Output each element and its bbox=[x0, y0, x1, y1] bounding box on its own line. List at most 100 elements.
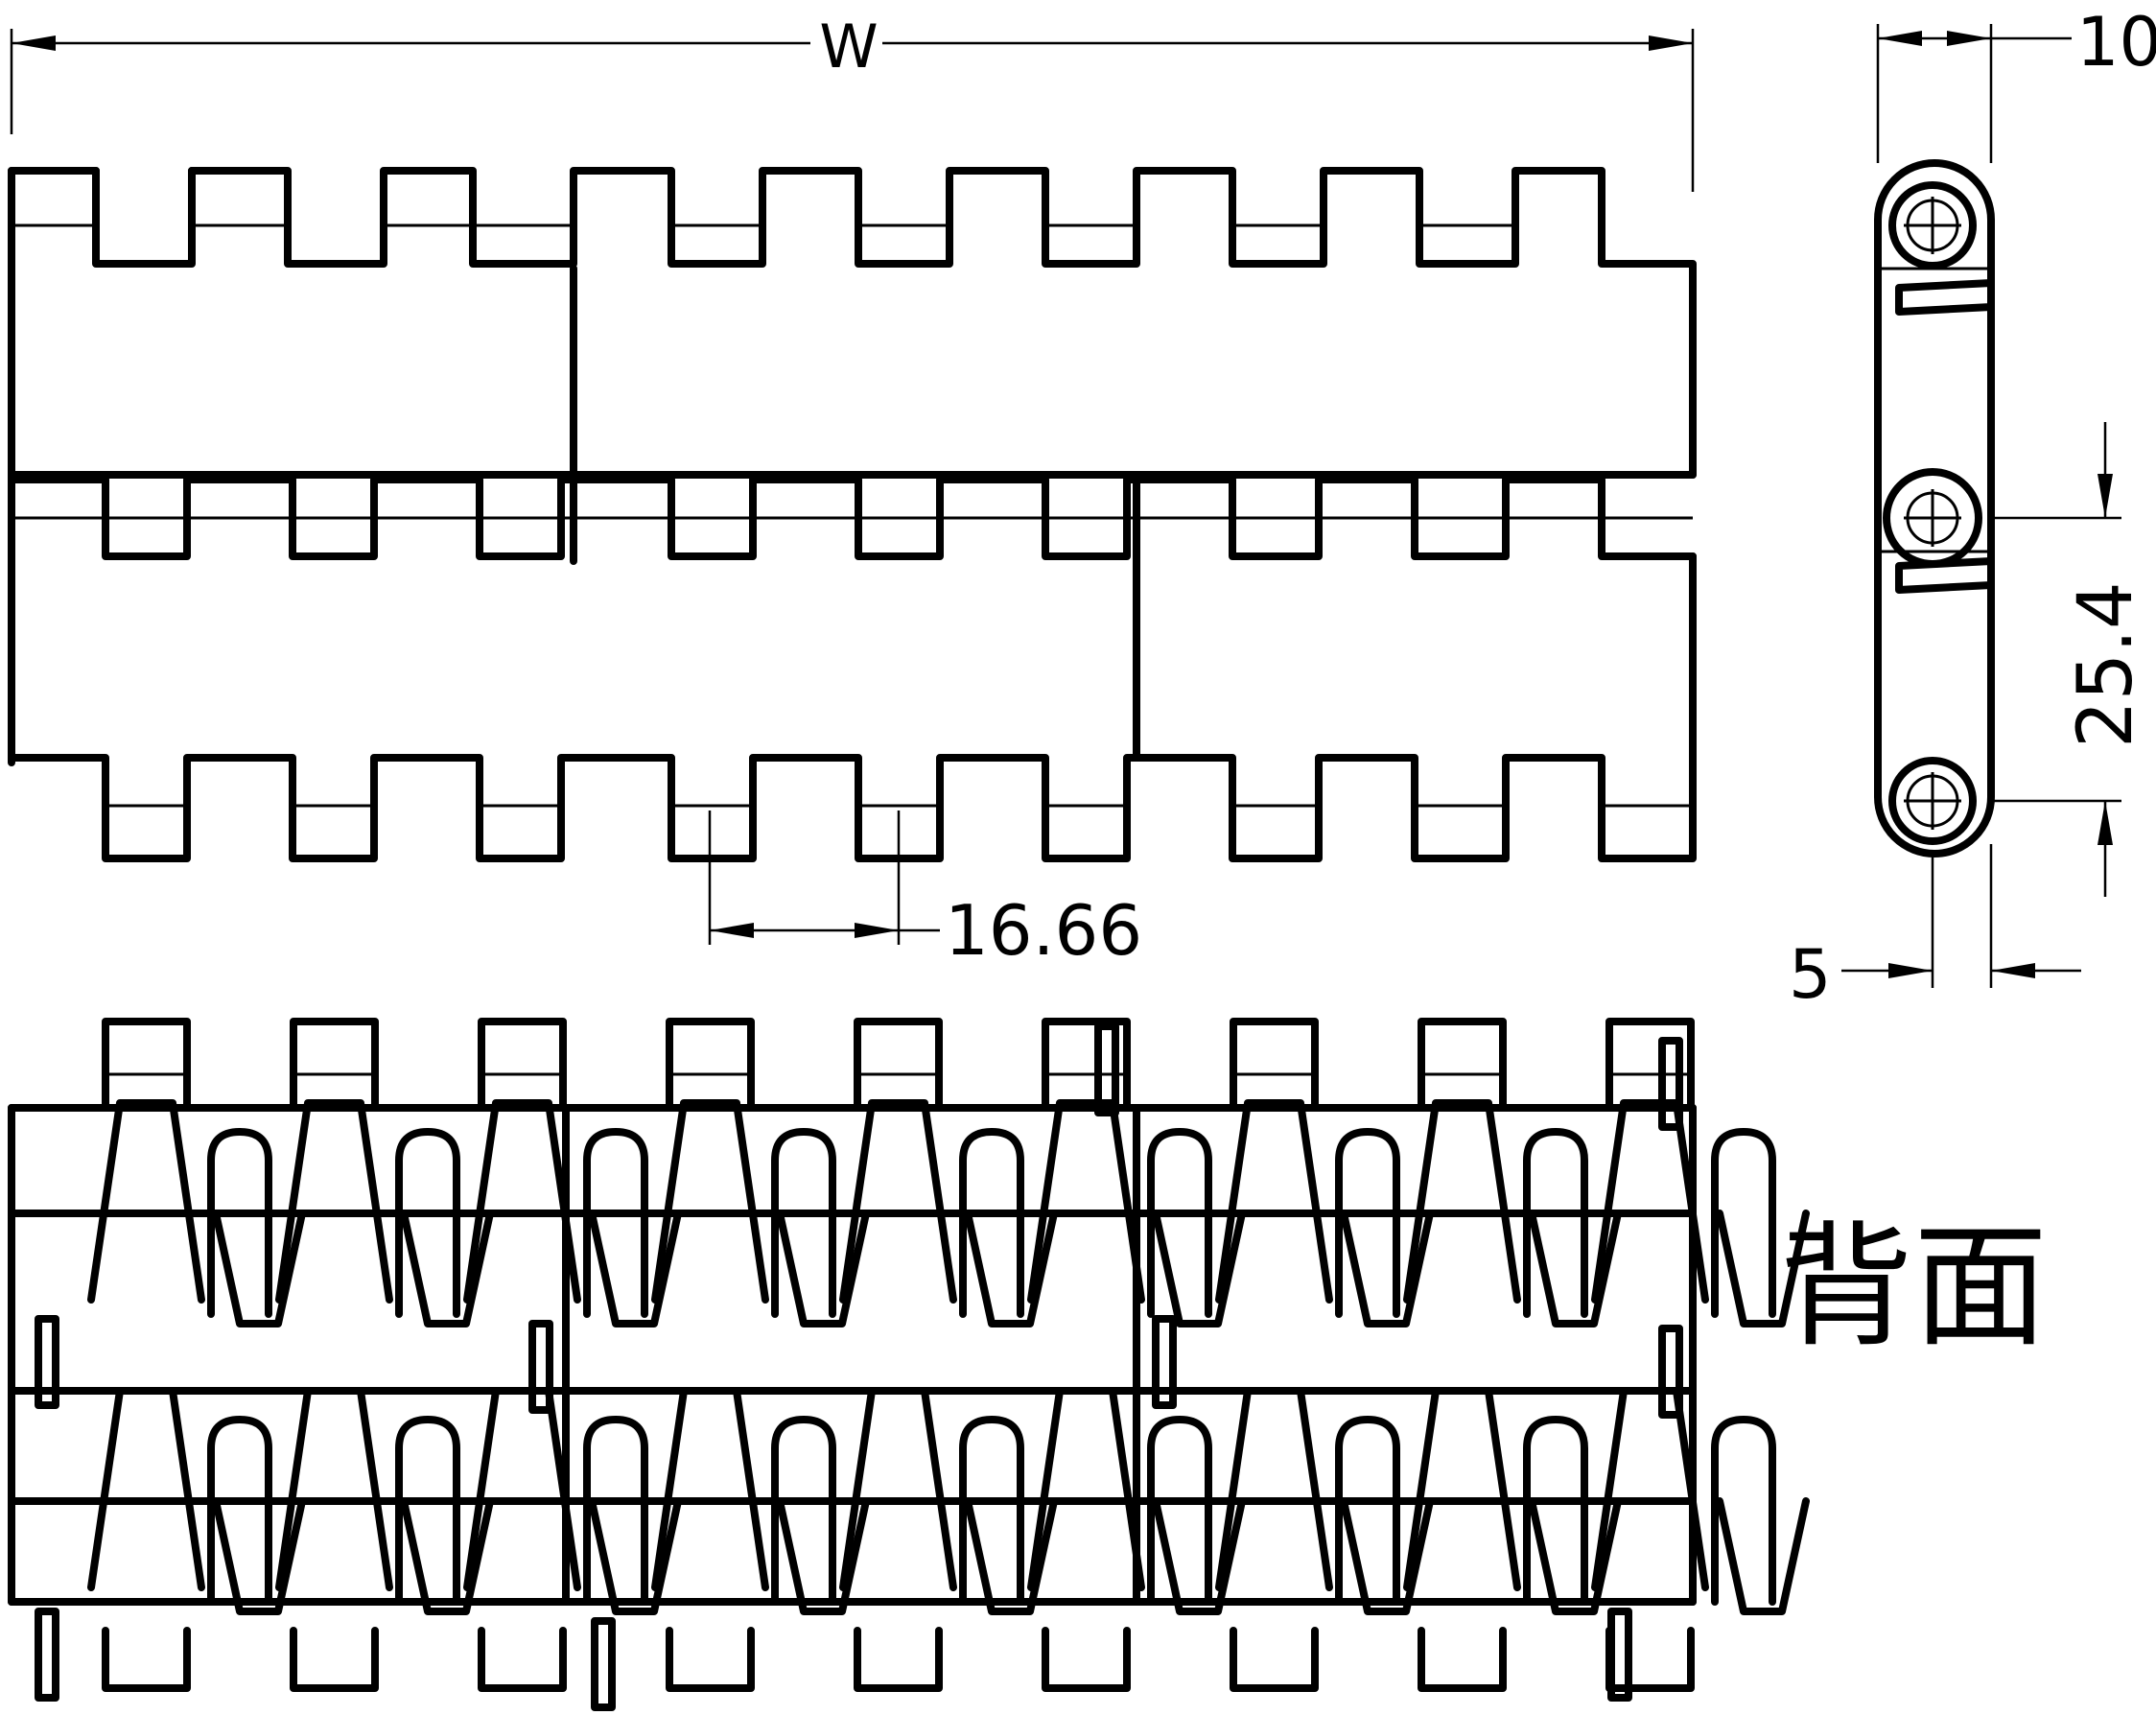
pitch-25-dimension: 25.4 bbox=[1991, 422, 2149, 897]
bottom-loop bbox=[395, 1416, 460, 1606]
bottom-slot bbox=[1152, 1315, 1177, 1409]
bottom-rib bbox=[463, 1099, 581, 1304]
bottom-rib bbox=[651, 1387, 769, 1591]
bottom-loop bbox=[1711, 1128, 1776, 1318]
bottom-inverted-rib bbox=[400, 1497, 494, 1615]
bottom-inverted-rib bbox=[588, 1210, 682, 1327]
bottom-slot bbox=[35, 1315, 59, 1409]
bottom-inverted-rib bbox=[1528, 1210, 1622, 1327]
bottom-inverted-rib bbox=[1340, 1210, 1434, 1327]
width-dimension: W bbox=[10, 12, 1695, 192]
top-row2-outline bbox=[8, 552, 1697, 862]
bottom-rib bbox=[1027, 1387, 1145, 1591]
bottom-inverted-rib bbox=[400, 1210, 494, 1327]
bottom-inverted-rib bbox=[1152, 1497, 1246, 1615]
bottom-bottom-tab bbox=[666, 1627, 755, 1692]
bottom-bottom-tab bbox=[854, 1627, 943, 1692]
pitch-16-dimension: 16.66 bbox=[708, 811, 1142, 971]
bottom-top-tab bbox=[290, 1018, 379, 1112]
bottom-top-tab bbox=[102, 1018, 191, 1112]
bottom-bottom-tab bbox=[1418, 1627, 1507, 1692]
bottom-rib bbox=[839, 1387, 957, 1591]
top-row1-outline bbox=[8, 167, 1697, 479]
bottom-inverted-rib bbox=[588, 1497, 682, 1615]
bottom-bottom-tab bbox=[102, 1627, 191, 1692]
side-link-body bbox=[1874, 159, 1995, 858]
bottom-loop bbox=[1523, 1416, 1588, 1606]
bottom-rib bbox=[1403, 1387, 1521, 1591]
bottom-inverted-rib bbox=[1152, 1210, 1246, 1327]
bottom-rib bbox=[1215, 1099, 1333, 1304]
bottom-top-tab bbox=[478, 1018, 567, 1112]
bottom-top-tab bbox=[1418, 1018, 1507, 1112]
thickness-label: 10 bbox=[2076, 3, 2156, 82]
bottom-rib bbox=[1215, 1387, 1333, 1591]
bottom-top-tab bbox=[854, 1018, 943, 1112]
bottom-loop bbox=[771, 1416, 836, 1606]
bottom-rib bbox=[87, 1387, 205, 1591]
bottom-slot bbox=[528, 1320, 553, 1414]
bottom-rib bbox=[1403, 1099, 1521, 1304]
bottom-inverted-rib bbox=[1340, 1497, 1434, 1615]
bottom-rib bbox=[275, 1099, 393, 1304]
bottom-loop bbox=[583, 1128, 648, 1318]
bottom-slot bbox=[35, 1608, 59, 1702]
top-row1-left-block bbox=[8, 265, 1697, 565]
bottom-rib bbox=[1591, 1099, 1709, 1304]
bottom-view-caption: 背面 bbox=[1779, 1210, 2048, 1366]
bottom-view bbox=[8, 1018, 1810, 1711]
pitch-16-label: 16.66 bbox=[945, 890, 1142, 971]
bottom-rib bbox=[275, 1387, 393, 1591]
bottom-loop bbox=[771, 1128, 836, 1318]
bottom-bottom-tab bbox=[478, 1627, 567, 1692]
bottom-inverted-rib bbox=[1716, 1210, 1810, 1327]
bottom-slot bbox=[1658, 1037, 1683, 1131]
bottom-inverted-rib bbox=[964, 1497, 1058, 1615]
bottom-slot bbox=[1094, 1022, 1119, 1116]
bottom-slot bbox=[1607, 1608, 1632, 1702]
bottom-top-tab bbox=[1605, 1018, 1695, 1112]
pitch-25-label: 25.4 bbox=[2063, 581, 2149, 748]
bottom-top-tab bbox=[1042, 1018, 1131, 1112]
bottom-rib bbox=[1027, 1099, 1145, 1304]
bottom-top-tab bbox=[1230, 1018, 1319, 1112]
bottom-loop bbox=[1523, 1128, 1588, 1318]
bottom-loop bbox=[1147, 1128, 1212, 1318]
thickness-dimension: 10 bbox=[1876, 3, 2156, 163]
bottom-loop bbox=[395, 1128, 460, 1318]
bottom-inverted-rib bbox=[1716, 1497, 1810, 1615]
bottom-inverted-rib bbox=[212, 1497, 306, 1615]
bottom-loop bbox=[1335, 1416, 1400, 1606]
bottom-rib bbox=[87, 1099, 205, 1304]
bottom-loop bbox=[207, 1416, 272, 1606]
bottom-inverted-rib bbox=[1528, 1497, 1622, 1615]
bottom-top-tab bbox=[666, 1018, 755, 1112]
bottom-bottom-tab bbox=[1605, 1627, 1695, 1692]
bottom-loop bbox=[959, 1416, 1024, 1606]
bottom-inverted-rib bbox=[776, 1210, 870, 1327]
bottom-inverted-rib bbox=[776, 1497, 870, 1615]
bottom-loop bbox=[207, 1128, 272, 1318]
bottom-loop bbox=[583, 1416, 648, 1606]
bottom-rib bbox=[1591, 1387, 1709, 1591]
offset-dimension: 5 bbox=[1789, 844, 2081, 1014]
bottom-inverted-rib bbox=[964, 1210, 1058, 1327]
top-view bbox=[8, 167, 1697, 862]
bottom-slot bbox=[1658, 1325, 1683, 1419]
width-label: W bbox=[819, 12, 878, 82]
bottom-inverted-rib bbox=[212, 1210, 306, 1327]
bottom-rib bbox=[463, 1387, 581, 1591]
bottom-loop bbox=[959, 1128, 1024, 1318]
bottom-loop bbox=[1147, 1416, 1212, 1606]
bottom-loop bbox=[1335, 1128, 1400, 1318]
bottom-bottom-tab bbox=[1042, 1627, 1131, 1692]
bottom-bottom-tab bbox=[290, 1627, 379, 1692]
offset-label: 5 bbox=[1789, 935, 1832, 1014]
bottom-loop bbox=[1711, 1416, 1776, 1606]
bottom-rib bbox=[839, 1099, 957, 1304]
bottom-bottom-tab bbox=[1230, 1627, 1319, 1692]
bottom-slot bbox=[591, 1617, 616, 1711]
bottom-rib bbox=[651, 1099, 769, 1304]
side-view bbox=[1874, 159, 1995, 858]
